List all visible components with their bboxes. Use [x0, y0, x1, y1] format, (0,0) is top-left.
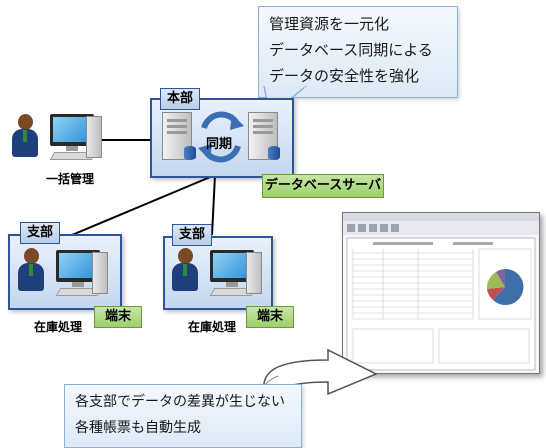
report-window [342, 212, 540, 374]
pc-tower-icon [86, 116, 102, 158]
callout-line: 管理資源を一元化 [269, 15, 390, 33]
report-thumbnail [343, 213, 539, 371]
database-icon [184, 146, 196, 160]
database-icon [268, 146, 280, 160]
admin-user-icon [12, 114, 38, 158]
branch-user-icon [18, 248, 44, 292]
inventory-label-right: 在庫処理 [188, 320, 237, 334]
callout-line: データベース同期による [269, 41, 433, 59]
database-server-label: データベースサーバ [262, 174, 384, 198]
branch-user-icon [172, 248, 198, 292]
pc-tower-icon [92, 252, 108, 294]
callout-line: 各支部でデータの差異が生じない [75, 394, 285, 410]
feature-callout-top: 管理資源を一元化 データベース同期による データの安全性を強化 [258, 6, 458, 98]
pc-tower-icon [246, 252, 262, 294]
branch-tab-right: 支部 [172, 224, 213, 246]
terminal-label-right: 端末 [246, 306, 294, 328]
terminal-label-left: 端末 [94, 306, 142, 328]
sync-label: 同期 [206, 137, 233, 152]
admin-label: 一括管理 [46, 172, 95, 186]
callout-line: データの安全性を強化 [269, 67, 420, 85]
inventory-label-left: 在庫処理 [34, 320, 83, 334]
callout-line: 各種帳票も自動生成 [75, 420, 201, 436]
sync-arrows-icon [198, 111, 244, 163]
feature-callout-bottom: 各支部でデータの差異が生じない 各種帳票も自動生成 [64, 384, 302, 448]
hq-tab: 本部 [160, 88, 201, 110]
branch-tab-left: 支部 [20, 222, 61, 244]
